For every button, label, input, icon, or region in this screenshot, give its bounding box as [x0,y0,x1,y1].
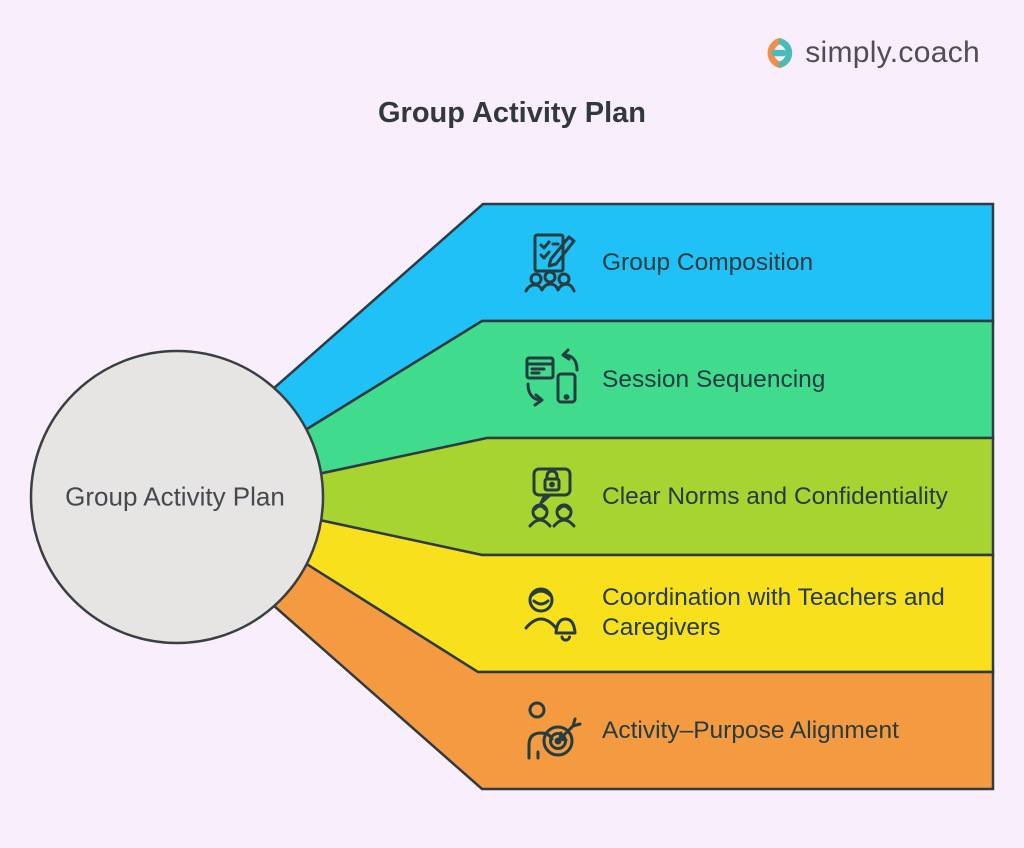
lock-chat-people-icon [520,465,584,529]
hub-label: Group Activity Plan [65,481,285,512]
simply-coach-logo-icon [767,37,793,69]
band-label-activity-purpose: Activity–Purpose Alignment [602,717,899,745]
hub-circle [29,349,325,645]
band-label-group-composition: Group Composition [602,249,814,277]
device-sync-icon [520,348,584,412]
checklist-people-icon [520,231,584,295]
logo: simply.coach [762,36,980,70]
band-label-clear-norms: Clear Norms and Confidentiality [602,483,948,511]
logo-text: simply.coach [805,36,980,69]
person-target-icon [520,699,584,763]
person-bell-icon [520,581,584,645]
band-label-session-sequencing: Session Sequencing [602,366,826,394]
page-title: Group Activity Plan [377,97,647,129]
band-label-coordination: Coordination with Teachers and Caregiver… [602,584,945,641]
